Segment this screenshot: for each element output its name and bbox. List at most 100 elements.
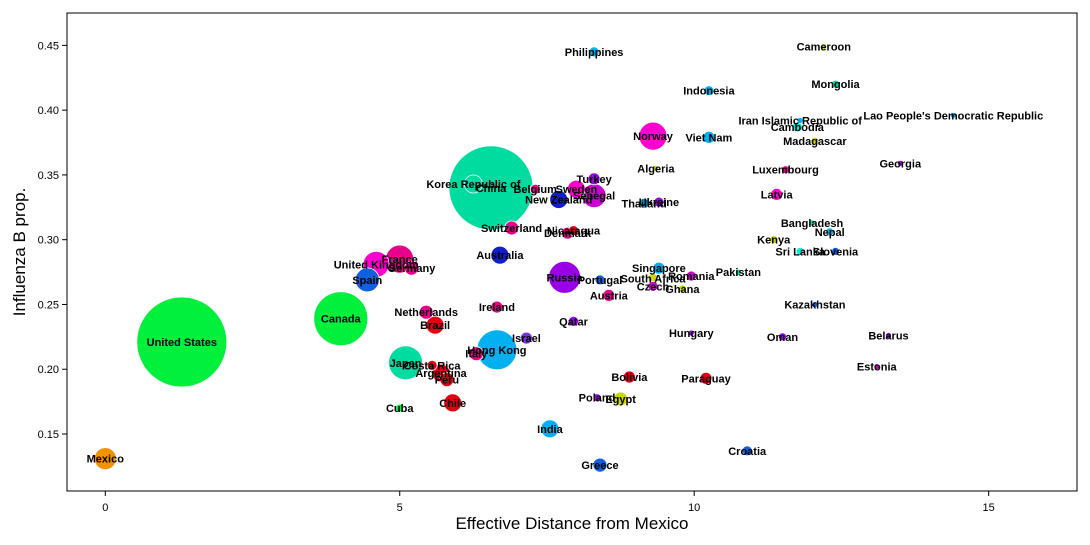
point-label: Nicaragua [547,226,601,238]
x-tick-label: 10 [688,502,700,514]
data-point [702,130,716,144]
data-point [426,359,438,371]
point-label: Poland [579,393,616,405]
point-label: Italy [465,349,488,361]
point-label: Nepal [815,227,845,239]
data-point [587,172,601,186]
data-point [770,187,784,201]
point-label: Qatar [559,316,588,328]
point-label: Greece [581,460,618,472]
data-point [778,332,787,342]
point-label: Iran Islamic Republic of [738,116,862,128]
data-point [418,304,434,320]
point-label: Peru [435,375,459,387]
y-tick-label: 0.30 [38,235,59,247]
point-label: Japan [390,358,422,370]
data-point [896,159,904,167]
data-point [592,393,602,403]
data-point [949,111,957,119]
data-point [652,261,666,275]
data-point [703,85,715,97]
data-point [463,174,483,194]
point-label: Latvia [761,189,794,201]
points-layer [93,43,957,473]
point-label: Bolivia [611,372,648,384]
point-label: Hong Kong [467,345,526,357]
point-label: New Zealand [525,195,592,207]
point-label: Netherlands [394,307,458,319]
data-point [388,345,424,381]
point-label: Pakistan [716,267,762,279]
data-point [567,179,586,199]
data-point [404,260,419,276]
data-point [795,246,805,256]
point-label: Ireland [479,302,515,314]
y-axis: 0.150.200.250.300.350.400.45 [38,40,67,441]
data-point [735,268,742,276]
data-point [602,288,616,302]
point-label: Spain [352,275,382,287]
data-point [594,274,606,286]
data-point [623,370,636,384]
point-label: Luxembourg [752,165,819,177]
data-point [443,393,463,413]
data-point [395,403,405,413]
point-label: Denmark [544,228,592,240]
plot-frame [66,12,1078,492]
point-label: Thailand [621,198,666,210]
data-point [873,363,881,371]
point-label: United Kingdom [334,259,419,271]
point-label: Lao People's Democratic Republic [863,110,1043,122]
data-point [885,332,892,340]
point-label: Viet Nam [685,132,732,144]
data-point [831,246,840,256]
data-point [529,183,541,195]
data-point [687,329,695,337]
data-point [425,315,445,335]
point-label: Sweden [556,184,598,196]
data-point [699,371,713,385]
data-point [831,79,840,89]
point-label: Singapore [632,263,686,275]
data-point [638,121,668,151]
data-point [638,197,650,209]
point-label: Ghana [665,284,700,296]
data-point [490,245,510,265]
point-label: Cambodia [771,122,825,134]
point-label: Russia [547,272,584,284]
point-label: Chile [439,398,466,410]
point-label: Norway [633,131,674,143]
point-label: Brazil [420,320,450,332]
data-point [741,445,753,457]
x-tick-label: 15 [983,502,995,514]
point-label: United States [147,337,217,349]
y-axis-title: Influenza B prop. [10,188,29,317]
data-point [549,190,569,209]
point-label: Kazakhstan [784,300,845,312]
point-label: Cameroon [797,42,852,54]
data-point [136,296,228,388]
point-label: Mexico [87,454,125,466]
point-label: Kenya [757,235,791,247]
point-label: Switzerland [481,223,542,235]
y-tick-label: 0.35 [38,170,59,182]
data-point [504,220,520,236]
data-point [568,225,579,237]
point-label: Paraguay [681,373,731,385]
data-point [808,219,816,227]
data-point [653,196,665,208]
point-label: Algeria [637,163,675,175]
point-label: Oman [767,332,798,344]
data-point [820,43,828,51]
data-point [825,227,835,237]
point-label: Canada [321,314,362,326]
data-point [568,315,579,327]
point-label: Cuba [386,403,414,415]
y-tick-label: 0.20 [38,364,59,376]
data-point [540,419,560,439]
point-label: Sri Lanka [775,246,825,258]
point-label: Estonia [857,362,898,374]
data-point [685,270,697,282]
